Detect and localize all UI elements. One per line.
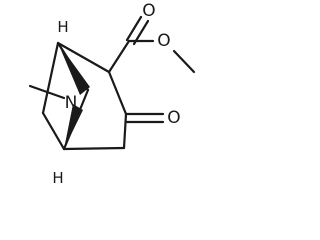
ester-oxygen-label: O [157, 31, 170, 51]
bond-c5-bridge-lower [41, 111, 66, 151]
bond-c3-c4 [122, 112, 128, 150]
ketone-oxygen-label: O [167, 108, 180, 128]
top-bridgehead-hydrogen-label: H [57, 18, 68, 36]
bond-c2-carboxyl [107, 39, 131, 74]
bond-c4-c5 [62, 146, 126, 151]
bond-c1-c2 [56, 41, 111, 74]
bridge-nitrogen-label: N [65, 93, 78, 113]
bond-ester-o-methyl [172, 49, 196, 74]
bond-bridge-c1 [41, 41, 60, 115]
bond-c2-c3 [107, 70, 128, 116]
bond-carboxyl-o-double-1 [125, 15, 143, 42]
wedge-c1-n [58, 43, 90, 95]
tropane-ketoester-structure: N O O O H H [28, 1, 196, 187]
ester-carbonyl-oxygen-label: O [142, 1, 155, 21]
bottom-bridgehead-hydrogen-label: H [52, 169, 63, 187]
wedge-c5-n [64, 104, 83, 149]
bond-n-methyl [28, 84, 66, 100]
